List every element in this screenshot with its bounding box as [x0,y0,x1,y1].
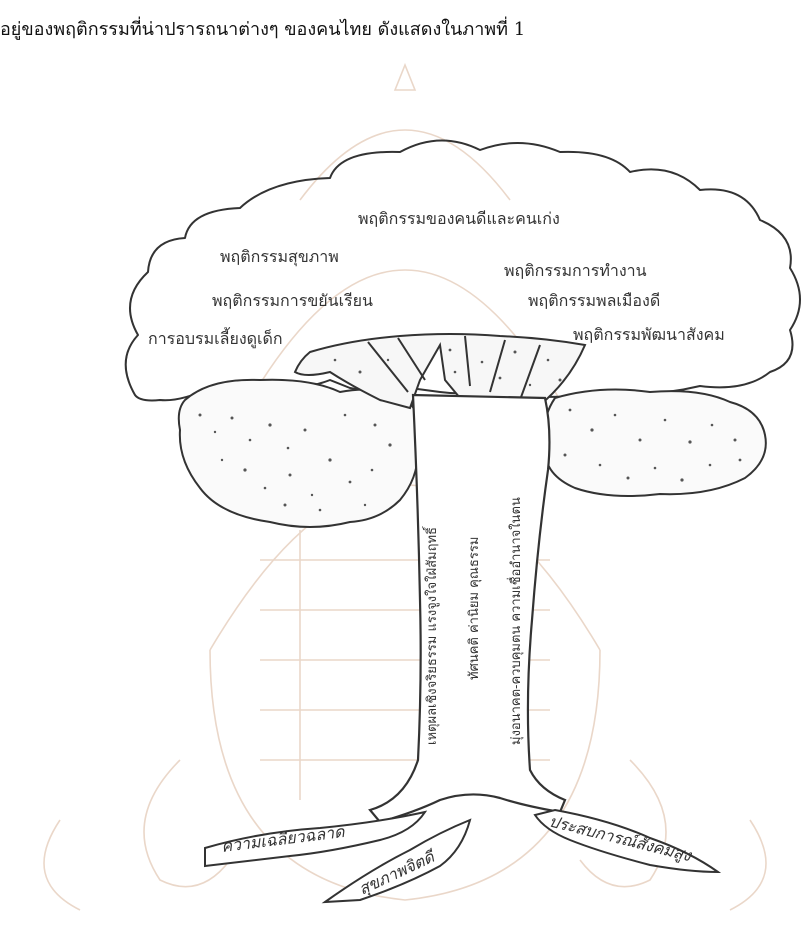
label-child-rearing: การอบรมเลี้ยงดูเด็ก [148,327,283,349]
label-good-capable-behavior: พฤติกรรมของคนดีและคนเก่ง [358,209,560,228]
label-good-citizen-behavior: พฤติกรรมพลเมืองดี [528,291,660,310]
label-trunk-attitude-values: ทัศนคติ ค่านิยม คุณธรรม [467,537,482,680]
right-foliage [544,390,766,496]
label-trunk-future-locus: มุ่งอนาคต-ควบคุมตน ความเชื่ออำนาจในตน [507,497,524,745]
left-foliage [179,380,418,527]
label-health-behavior: พฤติกรรมสุขภาพ [220,247,339,267]
label-work-behavior: พฤติกรรมการทำงาน [504,261,647,280]
label-social-development-behavior: พฤติกรรมพัฒนาสังคม [573,325,725,344]
label-diligent-study-behavior: พฤติกรรมการขยันเรียน [212,291,373,310]
label-trunk-ethics-motivation: เหตุผลเชิงจริยธรรม แรงจูงใจใฝ่สัมฤทธิ์ [422,525,440,745]
